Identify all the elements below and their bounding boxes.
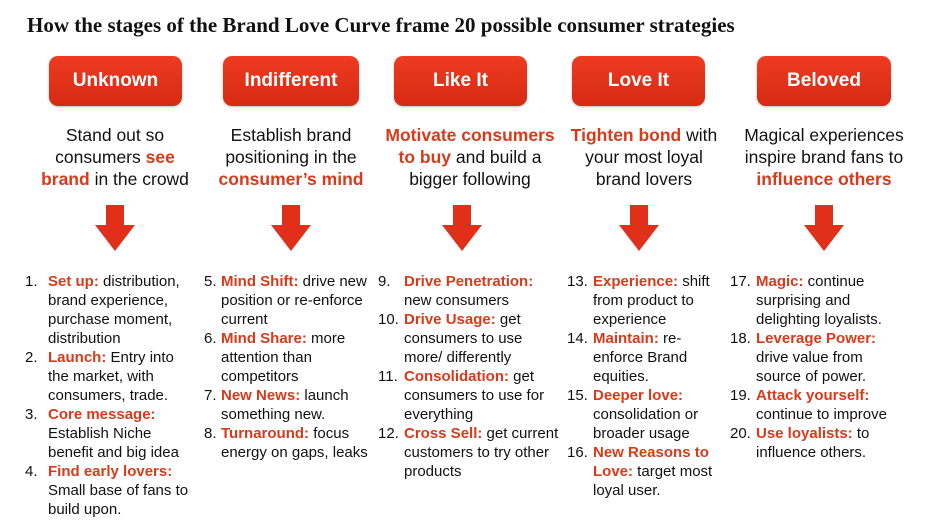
down-arrow-icon	[804, 205, 844, 251]
stage-unknown-description: Stand out so consumers see brand in the …	[41, 125, 189, 189]
strategy-item: 13.Experience: shift from product to exp…	[567, 273, 710, 328]
strategy-item: 2.Launch: Entry into the market, with co…	[25, 349, 174, 404]
strategy-item: 10.Drive Usage: get consumers to use mor…	[378, 311, 523, 366]
stage-unknown-strategy-list: 1.Set up: distribution, brand experience…	[25, 272, 195, 519]
strategy-item: 11.Consolidation: get consumers to use f…	[378, 368, 545, 423]
strategy-item: 15.Deeper love: consolidation or broader…	[567, 387, 699, 442]
strategy-item: 16.New Reasons to Love: target most loya…	[567, 444, 713, 499]
strategy-item: 19.Attack yourself: continue to improve	[730, 387, 887, 423]
stage-like-it-strategy-list: 9.Drive Penetration: new consumers 10.Dr…	[378, 272, 560, 481]
stage-unknown-box: Unknown	[49, 56, 182, 106]
stage-beloved-description: Magical experiences inspire brand fans t…	[744, 125, 904, 189]
stage-like-it-box: Like It	[394, 56, 527, 106]
strategy-item: 20.Use loyalists: to influence others.	[730, 425, 870, 461]
strategy-item: 8.Turnaround: focus energy on gaps, leak…	[204, 425, 368, 461]
strategy-item: 7.New News: launch something new.	[204, 387, 349, 423]
stage-love-it-box: Love It	[572, 56, 705, 106]
strategy-item: 1.Set up: distribution, brand experience…	[25, 273, 180, 347]
strategy-item: 3.Core message: Establish Niche benefit …	[25, 406, 179, 461]
stage-indifferent-box: Indifferent	[223, 56, 359, 106]
down-arrow-icon	[442, 205, 482, 251]
stage-indifferent-strategy-list: 5.Mind Shift: drive new position or re-e…	[204, 272, 370, 462]
stage-like-it-description: Motivate consumers to buy and build a bi…	[385, 125, 555, 189]
strategy-item: 4.Find early lovers: Small base of fans …	[25, 463, 189, 518]
down-arrow-icon	[271, 205, 311, 251]
page-title: How the stages of the Brand Love Curve f…	[27, 13, 735, 37]
strategy-item: 9.Drive Penetration: new consumers	[378, 273, 534, 309]
strategy-item: 18.Leverage Power: drive value from sour…	[730, 330, 877, 385]
stage-indifferent-description: Establish brand positioning in the consu…	[218, 125, 364, 189]
strategy-item: 14.Maintain: re-enforce Brand equities.	[567, 330, 688, 385]
strategy-item: 17.Magic: continue surprising and deligh…	[730, 273, 882, 328]
stage-beloved-box: Beloved	[757, 56, 891, 106]
stage-beloved-strategy-list: 17.Magic: continue surprising and deligh…	[730, 272, 906, 462]
strategy-item: 12.Cross Sell: get current customers to …	[378, 425, 559, 480]
down-arrow-icon	[95, 205, 135, 251]
stage-love-it-description: Tighten bond with your most loyal brand …	[570, 125, 718, 189]
down-arrow-icon	[619, 205, 659, 251]
stage-love-it-strategy-list: 13.Experience: shift from product to exp…	[567, 272, 727, 500]
strategy-item: 5.Mind Shift: drive new position or re-e…	[204, 273, 367, 328]
strategy-item: 6.Mind Share: more attention than compet…	[204, 330, 346, 385]
